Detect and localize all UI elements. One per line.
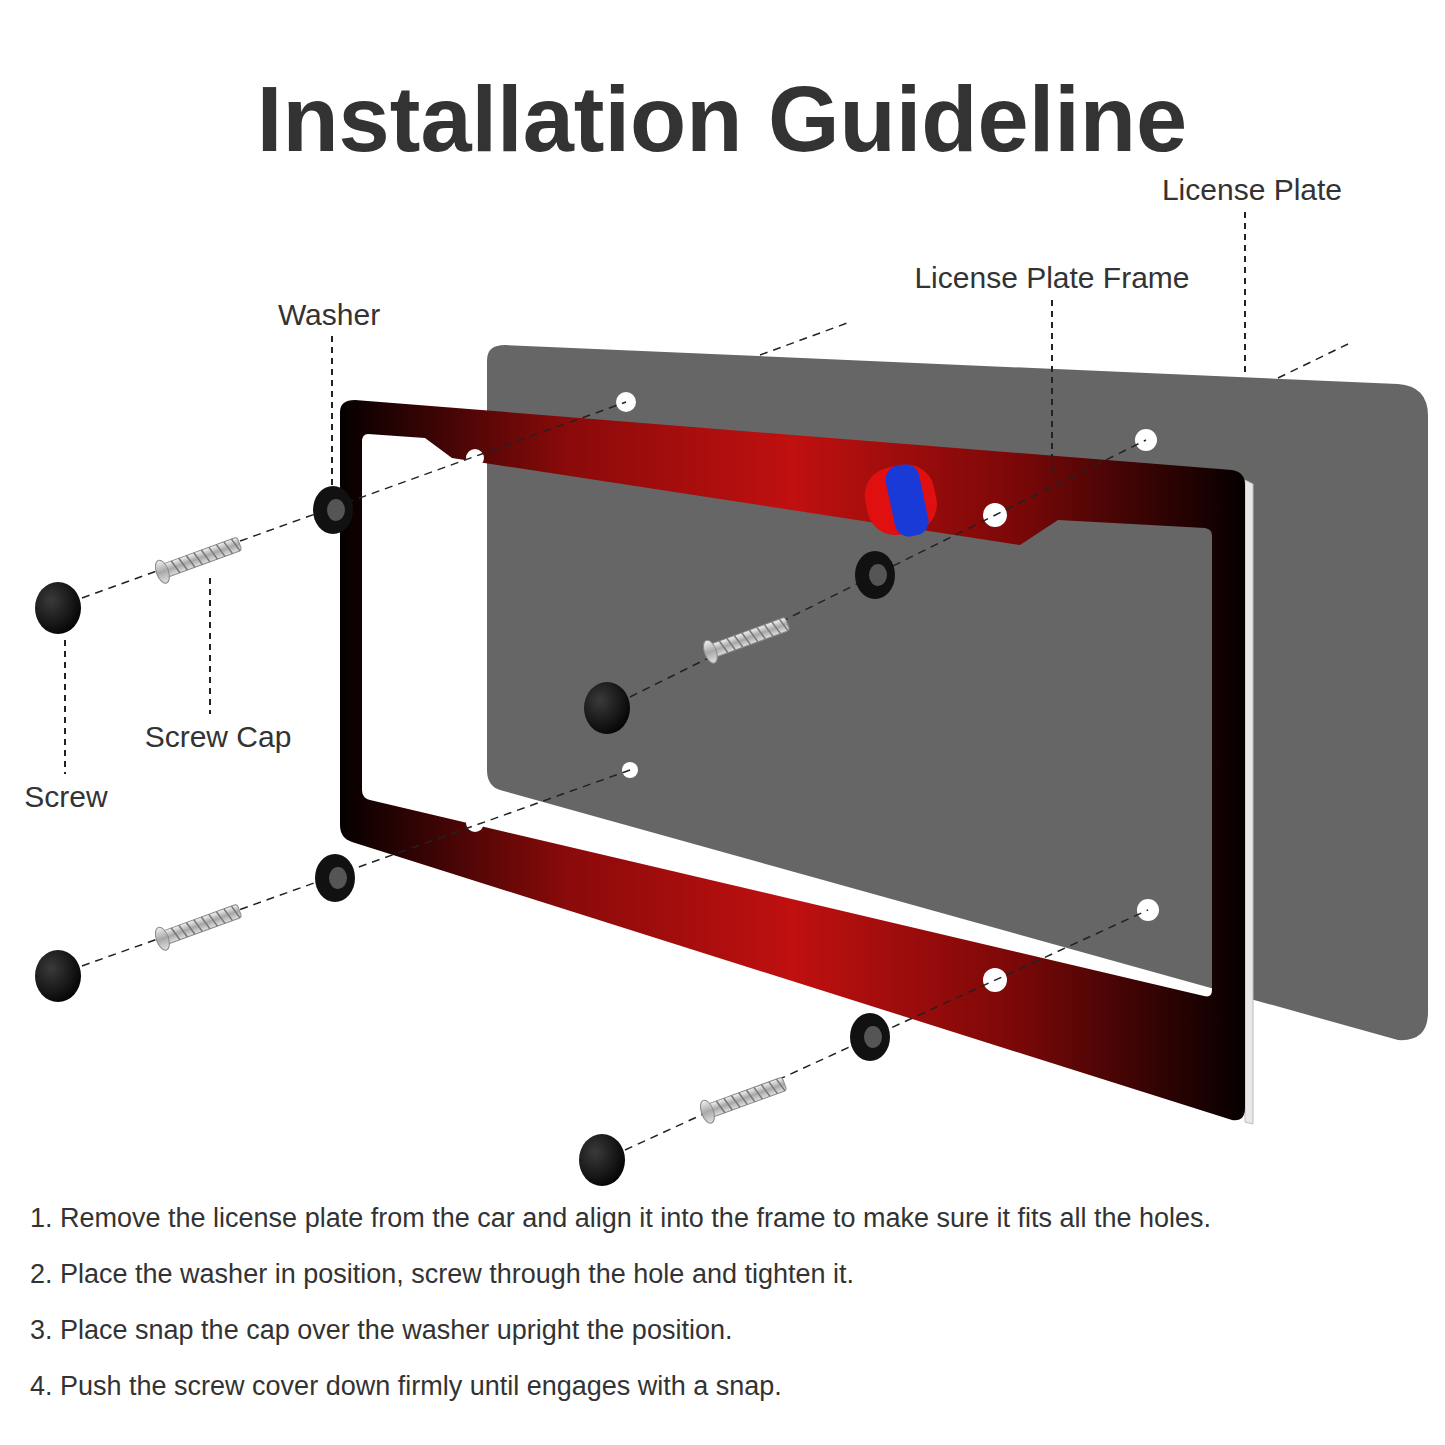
illustration-part [701, 612, 792, 665]
illustration-part [313, 486, 353, 534]
illustration-part [698, 1072, 789, 1125]
diagram-title: Installation Guideline [257, 67, 1187, 173]
illustration-part [35, 950, 81, 1002]
illustration-part [153, 532, 244, 585]
instruction-step: 1. Remove the license plate from the car… [30, 1203, 1211, 1234]
illustration-part [65, 212, 1245, 774]
illustration-part [35, 582, 81, 634]
illustration-part [860, 459, 943, 540]
illustration-part [855, 551, 895, 599]
illustration-part [440, 458, 1212, 560]
illustration-part [331, 336, 333, 490]
instruction-step: 4. Push the screw cover down firmly unti… [30, 1371, 782, 1402]
part-name: Washer [278, 298, 380, 333]
illustration-part [82, 402, 1148, 1150]
illustration-part [82, 770, 630, 966]
illustration-part [1278, 344, 1348, 378]
illustration-part [625, 910, 1148, 1150]
illustration-part [584, 682, 630, 734]
illustration-part [1244, 212, 1246, 375]
illustration-part [340, 400, 1245, 1120]
part-name: Screw Cap [145, 720, 292, 755]
illustration-part [701, 612, 792, 665]
part-name: Screw [24, 780, 107, 815]
illustration-part [315, 854, 355, 902]
illustration-part [466, 449, 1007, 992]
illustration-part [760, 322, 850, 355]
illustration-part [850, 1013, 890, 1061]
illustration-part [64, 640, 66, 774]
illustration-part [630, 440, 1146, 697]
illustration-part [1051, 300, 1053, 475]
illustration-part [153, 532, 244, 585]
illustration-part [153, 899, 244, 952]
illustration-part [860, 457, 955, 554]
illustration-part [153, 899, 244, 952]
illustration-part [883, 462, 931, 539]
illustration-part [209, 578, 211, 714]
illustration-part [698, 1072, 789, 1125]
instruction-step: 2. Place the washer in position, screw t… [30, 1259, 854, 1290]
illustration-part [579, 1134, 625, 1186]
illustration-part [760, 322, 1348, 378]
instruction-step: 3. Place snap the cap over the washer up… [30, 1315, 732, 1346]
part-name: License Plate [1162, 173, 1342, 208]
illustration-part [82, 402, 626, 598]
part-name: License Plate Frame [914, 261, 1189, 296]
illustration-part [1245, 480, 1253, 1124]
